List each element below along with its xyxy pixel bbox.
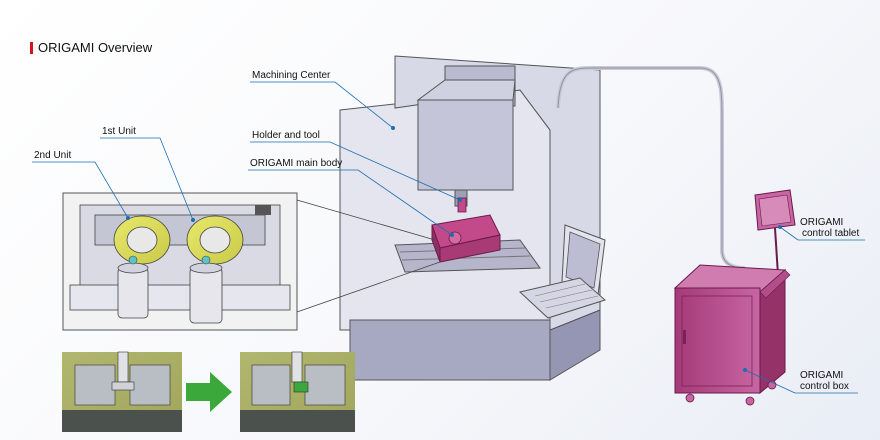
label-control-tablet-line2: control tablet [802, 228, 860, 239]
label-first-unit: 1st Unit [102, 126, 136, 137]
control-box [673, 264, 791, 406]
before-photo [62, 351, 182, 432]
label-holder-and-tool: Holder and tool [252, 130, 320, 141]
zoom-lines [296, 199, 441, 313]
after-photo [240, 351, 355, 432]
control-tablet [754, 189, 796, 276]
label-control-box-line2: control box [800, 381, 849, 392]
page-title: ORIGAMI Overview [38, 40, 153, 55]
origami-main-body [431, 197, 501, 263]
arrow-icon [186, 372, 232, 412]
label-machining-center: Machining Center [252, 70, 331, 81]
second-unit-shape [113, 215, 171, 319]
label-origami-main-body: ORIGAMI main body [250, 158, 343, 169]
first-unit-shape [186, 215, 244, 324]
label-control-box-line1: ORIGAMI [800, 370, 844, 381]
label-control-tablet: ORIGAMI control tablet [800, 217, 859, 239]
machining-center [339, 55, 606, 381]
callout-lines [32, 81, 865, 394]
title-accent-bar [30, 42, 33, 54]
before-after-photos [62, 351, 355, 432]
label-control-tablet-line1: ORIGAMI [800, 217, 844, 228]
unit-detail-inset [62, 192, 298, 331]
label-control-box: ORIGAMI control box [800, 370, 849, 392]
label-second-unit: 2nd Unit [34, 150, 72, 161]
